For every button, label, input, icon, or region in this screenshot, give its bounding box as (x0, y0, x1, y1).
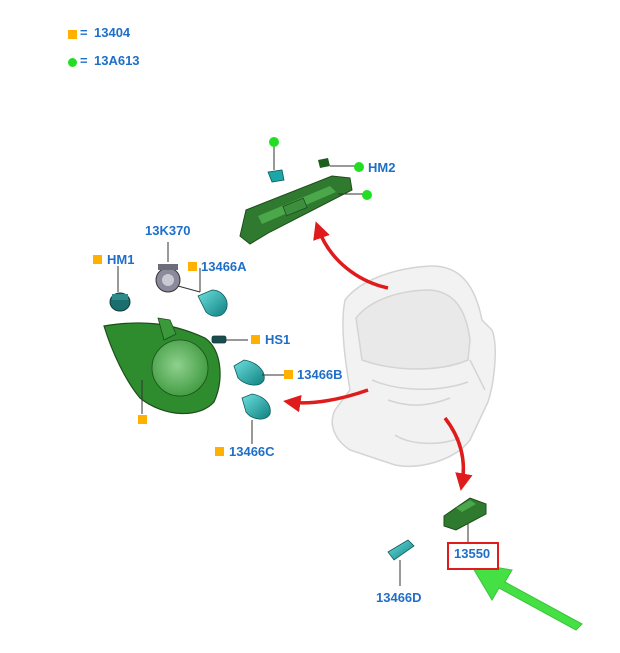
orange-square-icon (188, 262, 197, 271)
label-13466a: 13466A (201, 259, 247, 274)
red-arrow-to-headlamp (283, 388, 369, 413)
legend-equals: = (80, 25, 88, 40)
label-hs1: HS1 (265, 332, 291, 347)
legend-label-13a613: 13A613 (94, 53, 140, 68)
red-arrow-to-hm2 (313, 221, 389, 290)
green-dot-icon (362, 190, 372, 200)
label-hm1: HM1 (107, 252, 135, 267)
label-hm2: HM2 (368, 160, 396, 175)
label-13k370: 13K370 (145, 223, 191, 238)
green-dot-icon (68, 58, 77, 67)
green-dot-icon (269, 137, 279, 147)
highlight-box-13550 (447, 542, 499, 570)
orange-square-icon (138, 415, 147, 424)
bulb-13466d (387, 539, 415, 586)
bulb-13466c (241, 393, 271, 444)
green-callout-arrow (469, 562, 583, 631)
hm2-lamp-assembly (239, 146, 364, 245)
bulb-13466b (233, 359, 284, 386)
label-13466c: 13466C (229, 444, 275, 459)
halogen-bulb-13k370 (155, 242, 201, 293)
orange-square-icon (284, 370, 293, 379)
headlamp-assembly (103, 317, 221, 415)
bulb-hs1 (211, 335, 248, 344)
orange-square-icon (251, 335, 260, 344)
vehicle-rear-outline (331, 265, 496, 467)
green-dot-icon (354, 162, 364, 172)
legend-equals: = (80, 53, 88, 68)
label-13466b: 13466B (297, 367, 343, 382)
bulb-13466a (197, 268, 228, 317)
label-13550: 13550 (454, 546, 491, 561)
red-arrow-to-13550 (443, 416, 473, 491)
orange-square-icon (68, 30, 77, 39)
orange-square-icon (215, 447, 224, 456)
bulb-holder-hm1 (109, 266, 131, 312)
license-lamp-13550 (443, 497, 487, 544)
legend-label-13404: 13404 (94, 25, 131, 40)
orange-square-icon (93, 255, 102, 264)
label-13466d: 13466D (376, 590, 422, 605)
